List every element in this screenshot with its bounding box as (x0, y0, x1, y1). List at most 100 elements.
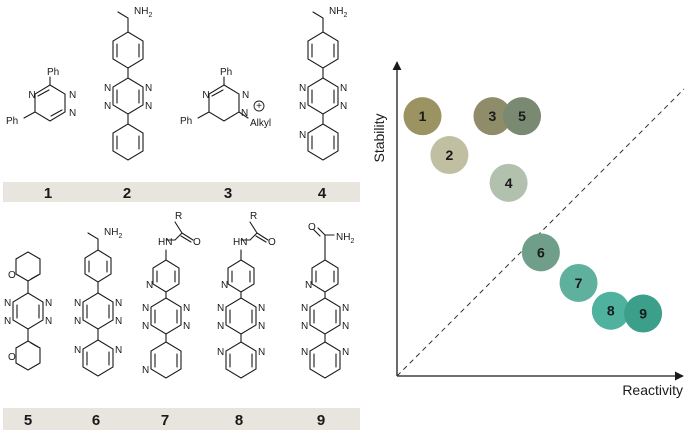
compound-label-6: 6 (92, 412, 100, 429)
atom-n: N (301, 347, 308, 358)
point-6 (521, 233, 560, 272)
atom-n: N (299, 130, 306, 141)
compound-label-5: 5 (24, 412, 32, 429)
atom-n: N (242, 90, 249, 101)
atom-n: N (145, 101, 152, 112)
atom-o: O (8, 270, 16, 281)
point-3 (473, 97, 512, 136)
atom-n: N (4, 316, 11, 327)
atom-n: N (342, 347, 349, 358)
atom-nh2: NH2 (336, 232, 354, 245)
x-axis-label: Reactivity (622, 382, 683, 398)
atom-n: N (74, 316, 81, 327)
atom-n: N (115, 298, 122, 309)
atom-ph: Ph (220, 67, 232, 78)
atom-n: N (342, 303, 349, 314)
atom-n: N (241, 108, 248, 119)
atom-n: N (301, 303, 308, 314)
atom-n: N (145, 83, 152, 94)
label-band-top (3, 182, 360, 202)
atom-n: N (142, 365, 149, 376)
atom-n: N (217, 321, 224, 332)
point-label-4: 4 (505, 175, 513, 191)
atom-n: N (217, 303, 224, 314)
atom-n: N (258, 303, 265, 314)
atom-r: R (175, 211, 182, 222)
point-8 (591, 291, 630, 330)
compound-label-1: 1 (44, 185, 52, 202)
atom-hn: HN (158, 237, 172, 248)
atom-ph: Ph (6, 116, 18, 127)
atom-n: N (221, 280, 228, 291)
point-4 (489, 163, 528, 202)
point-2 (430, 136, 469, 175)
structure-5: O O N N N N (4, 251, 52, 371)
atom-n: N (74, 345, 81, 356)
compound-label-7: 7 (161, 412, 169, 429)
atom-nh2: NH2 (104, 227, 122, 240)
structure-6: NH2 N N N N N N (74, 227, 122, 377)
compound-label-9: 9 (317, 412, 325, 429)
atom-hn: HN (233, 237, 247, 248)
atom-n: N (340, 101, 347, 112)
structure-4: NH2 N N N N N (299, 6, 347, 161)
label-band-bottom (3, 408, 360, 430)
compound-label-8: 8 (235, 412, 243, 429)
atom-n: N (28, 90, 35, 101)
point-label-7: 7 (575, 275, 583, 291)
atom-n: N (258, 347, 265, 358)
structure-1: Ph Ph N N N (6, 67, 76, 127)
diagonal-dashed-line (396, 88, 685, 377)
y-axis-label: Stability (371, 113, 387, 162)
atom-nh2: NH2 (134, 6, 152, 19)
atom-n: N (305, 280, 312, 291)
atom-o: O (193, 237, 201, 248)
atom-n: N (142, 321, 149, 332)
structure-9: O NH2 N N N N N N N (301, 222, 354, 379)
atom-n: N (104, 101, 111, 112)
point-label-6: 6 (537, 244, 545, 260)
atom-plus: + (256, 101, 262, 112)
atom-n: N (69, 108, 76, 119)
atom-n: N (146, 280, 153, 291)
point-7 (559, 263, 598, 302)
atom-ph: Ph (47, 67, 59, 78)
point-label-1: 1 (419, 108, 427, 124)
atom-n: N (258, 321, 265, 332)
atom-n: N (301, 321, 308, 332)
structure-8: R HN O N N N N N N N (217, 211, 276, 379)
atom-ph: Ph (180, 116, 192, 127)
atom-n: N (104, 83, 111, 94)
atom-o: O (308, 222, 316, 233)
point-label-5: 5 (518, 108, 526, 124)
atom-n: N (342, 321, 349, 332)
atom-n: N (299, 83, 306, 94)
point-label-3: 3 (489, 108, 497, 124)
atom-r: R (250, 211, 257, 222)
atom-n: N (45, 298, 52, 309)
point-9 (624, 294, 663, 333)
compound-label-3: 3 (224, 185, 232, 202)
point-label-9: 9 (639, 306, 647, 322)
atom-n: N (74, 298, 81, 309)
atom-n: N (183, 321, 190, 332)
atom-n: N (202, 90, 209, 101)
atom-n: N (45, 316, 52, 327)
point-1 (403, 97, 442, 136)
atom-n: N (4, 298, 11, 309)
point-5 (503, 97, 542, 136)
atom-n: N (115, 345, 122, 356)
atom-n: N (299, 101, 306, 112)
atom-nh2: NH2 (329, 6, 347, 19)
atom-n: N (340, 83, 347, 94)
structure-2: NH2 N N N N (104, 6, 152, 161)
atom-n: N (142, 303, 149, 314)
structure-7: R HN O N N N N N N (142, 211, 201, 379)
compound-label-2: 2 (123, 185, 131, 202)
atom-n: N (69, 90, 76, 101)
atom-n: N (115, 316, 122, 327)
atom-alkyl: Alkyl (250, 118, 271, 129)
